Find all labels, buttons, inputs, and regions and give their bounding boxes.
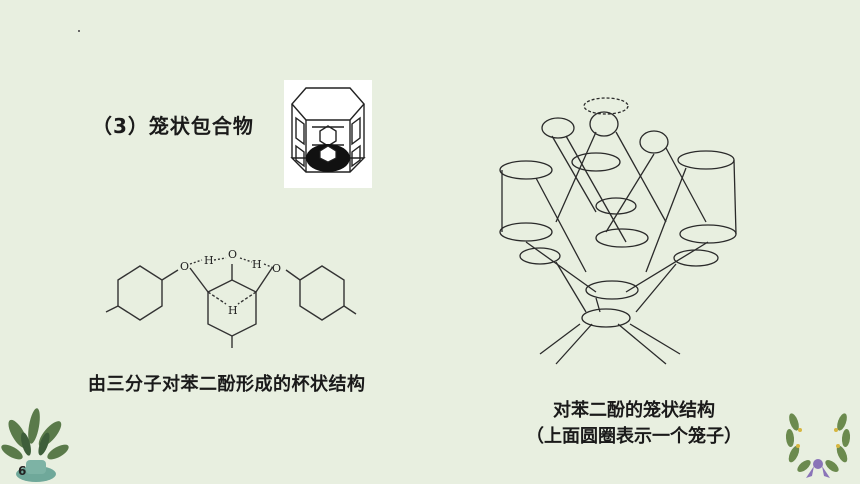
atom-label: O: [272, 262, 281, 275]
page-number: 6: [18, 464, 27, 478]
plant-decoration-icon: [1, 408, 69, 482]
atom-label: H: [228, 304, 238, 317]
decorative-dot: [78, 30, 80, 32]
section-heading: （3）笼状包合物: [92, 114, 254, 138]
cup-structure-caption: 由三分子对苯二酚形成的杯状结构: [88, 374, 366, 395]
wreath-decoration-icon: [785, 413, 851, 478]
atom-label: O: [228, 248, 237, 261]
cage-structure-caption: 对苯二酚的笼状结构 （上面圆圈表示一个笼子）: [504, 398, 764, 450]
cage-structure-caption-line1: 对苯二酚的笼状结构: [553, 400, 715, 421]
cage-clathrate-figure: [284, 80, 372, 188]
atom-label: O: [180, 260, 189, 273]
cup-structure-figure: O H O H O H: [105, 248, 357, 348]
cage-lattice-figure: [499, 97, 737, 365]
atom-label: H: [204, 254, 214, 267]
atom-label: H: [252, 258, 262, 271]
cage-structure-caption-line2: （上面圆圈表示一个笼子）: [526, 426, 742, 447]
